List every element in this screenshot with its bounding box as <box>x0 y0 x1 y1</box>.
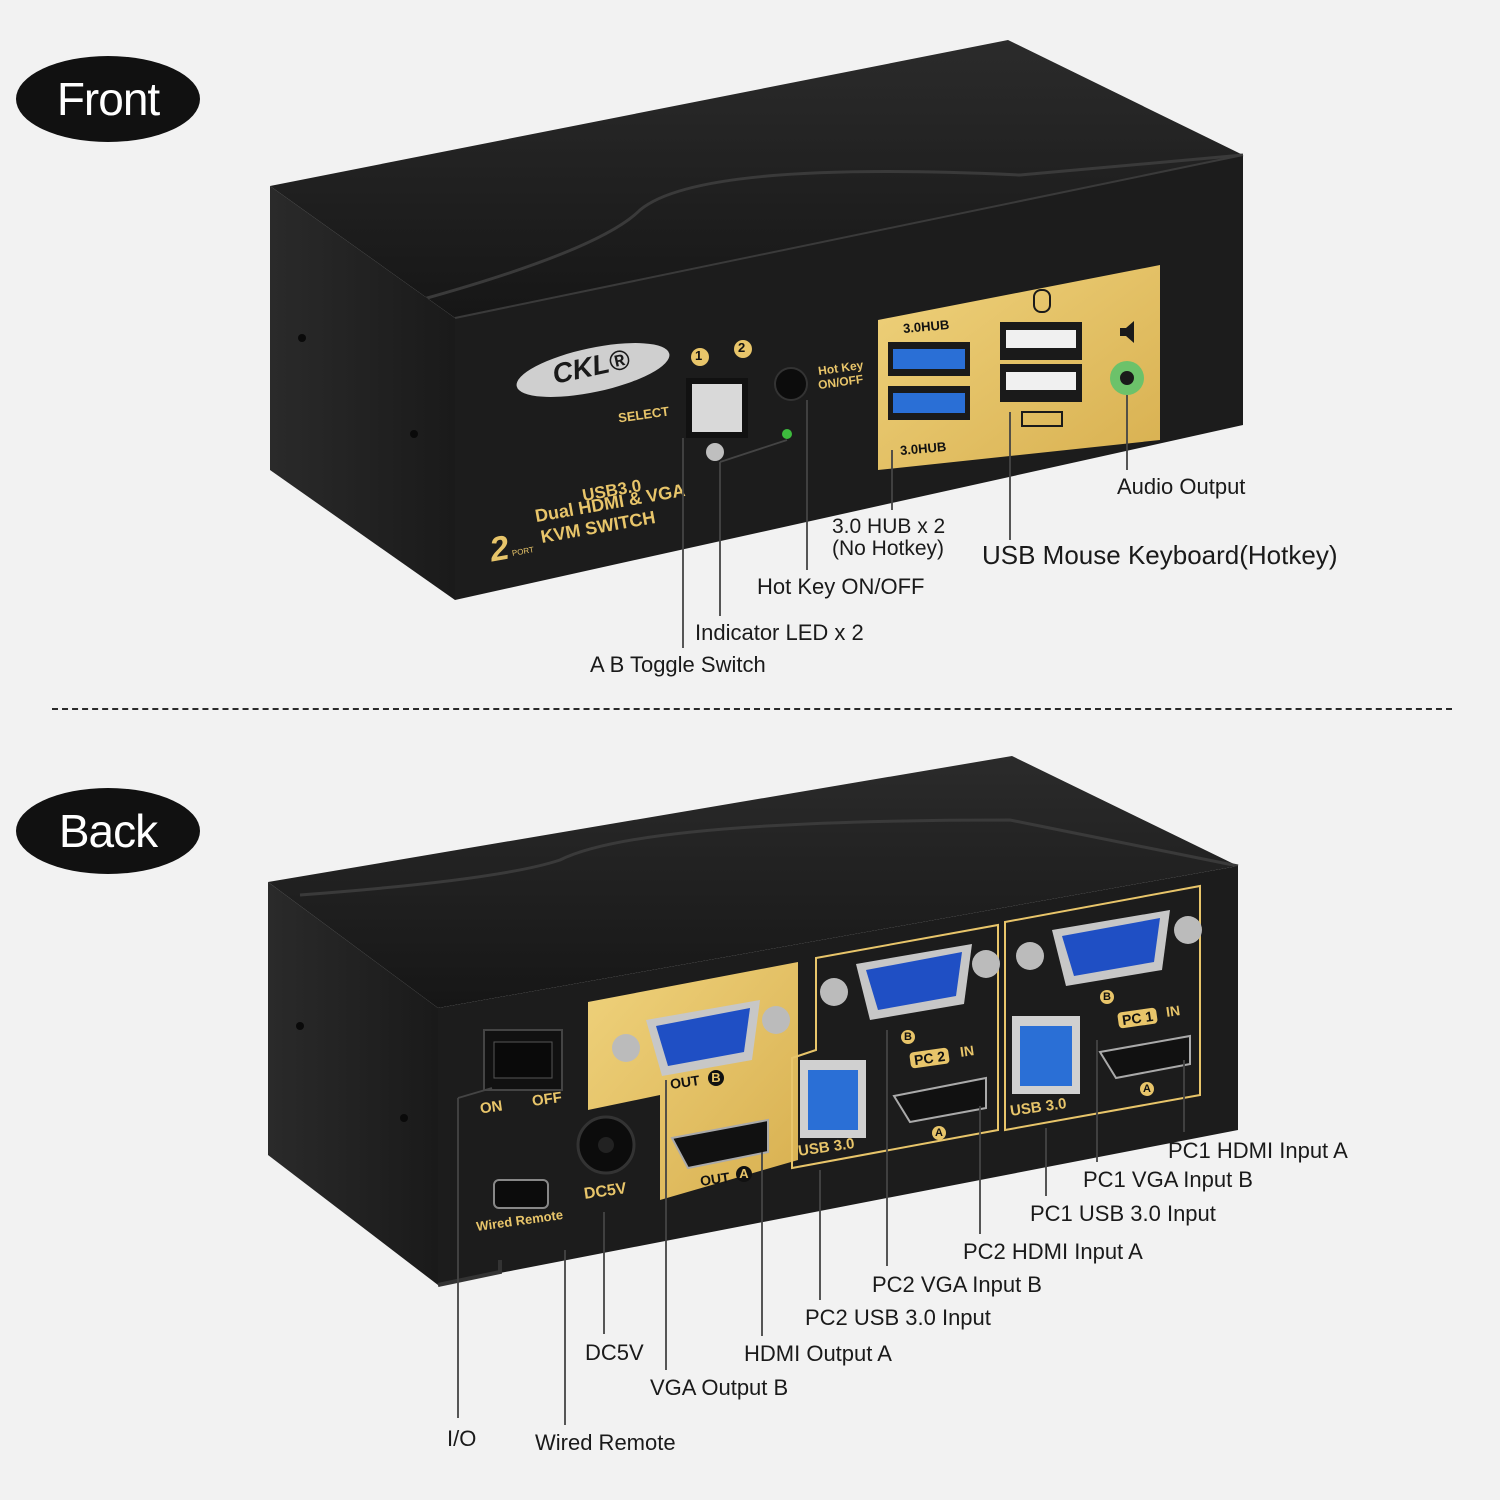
back-device-side <box>268 882 438 1285</box>
hotkey-button <box>774 367 808 401</box>
callout-audio-output: Audio Output <box>1117 474 1246 499</box>
ckl-logo <box>516 343 670 397</box>
out-b-letter: B <box>708 1070 724 1086</box>
front-section-label: Front <box>16 56 200 142</box>
pc1-hdmi-port <box>1098 1034 1191 1080</box>
pc1-panel-outline <box>1004 884 1201 1132</box>
pc1-vga-letter: B <box>1100 990 1114 1004</box>
vga-output-port <box>612 1000 790 1076</box>
callout-dc5v: DC5V <box>585 1340 644 1365</box>
callout-pc1-vga: PC1 VGA Input B <box>1083 1167 1253 1192</box>
section-divider <box>52 708 1452 710</box>
pc2-hdmi-port <box>892 1076 987 1124</box>
front-device-face <box>455 155 1243 600</box>
wired-remote-port <box>493 1179 549 1209</box>
port-2-label: 2 <box>738 340 746 355</box>
callout-indicator-led: Indicator LED x 2 <box>695 620 864 645</box>
callout-wired-remote: Wired Remote <box>535 1430 676 1455</box>
callout-pc1-hdmi: PC1 HDMI Input A <box>1168 1138 1348 1163</box>
pc2-hdmi-letter: A <box>932 1126 946 1140</box>
callout-hdmi-output: HDMI Output A <box>744 1341 892 1366</box>
callout-pc2-vga: PC2 VGA Input B <box>872 1272 1042 1297</box>
callout-hub-note: (No Hotkey) <box>832 537 945 560</box>
pc2-panel-outline <box>791 923 999 1170</box>
front-device-side <box>270 186 455 600</box>
callout-pc2-usb: PC2 USB 3.0 Input <box>805 1305 991 1330</box>
speaker-icon <box>1120 321 1134 343</box>
mouse-icon <box>1033 289 1051 313</box>
out-a-letter: A <box>736 1166 752 1182</box>
back-section-label: Back <box>16 788 200 874</box>
callout-hub: 3.0 HUB x 2 <box>832 515 946 538</box>
callout-pc1-usb: PC1 USB 3.0 Input <box>1030 1201 1216 1226</box>
port-1-label: 1 <box>695 348 703 363</box>
indicator-led-1 <box>706 443 724 461</box>
port1-badge <box>691 348 709 366</box>
callout-io: I/O <box>447 1426 477 1451</box>
indicator-led-2 <box>782 429 792 439</box>
callout-usb-mouse-keyboard: USB Mouse Keyboard(Hotkey) <box>982 540 1338 570</box>
callout-vga-output: VGA Output B <box>650 1375 789 1400</box>
front-device-top <box>270 40 1243 318</box>
pc2-vga-port <box>820 944 1000 1020</box>
port2-badge <box>734 340 752 358</box>
pc2-vga-letter: B <box>901 1030 915 1044</box>
pc1-hdmi-letter: A <box>1140 1082 1154 1096</box>
hdmi-output-port <box>670 1118 769 1170</box>
pc1-vga-port <box>1016 910 1202 986</box>
callout-hotkey: Hot Key ON/OFF <box>757 574 925 599</box>
callout-pc2-hdmi: PC2 HDMI Input A <box>963 1239 1143 1264</box>
keyboard-icon <box>1021 411 1063 427</box>
callout-toggle-switch: A B Toggle Switch <box>590 652 766 677</box>
